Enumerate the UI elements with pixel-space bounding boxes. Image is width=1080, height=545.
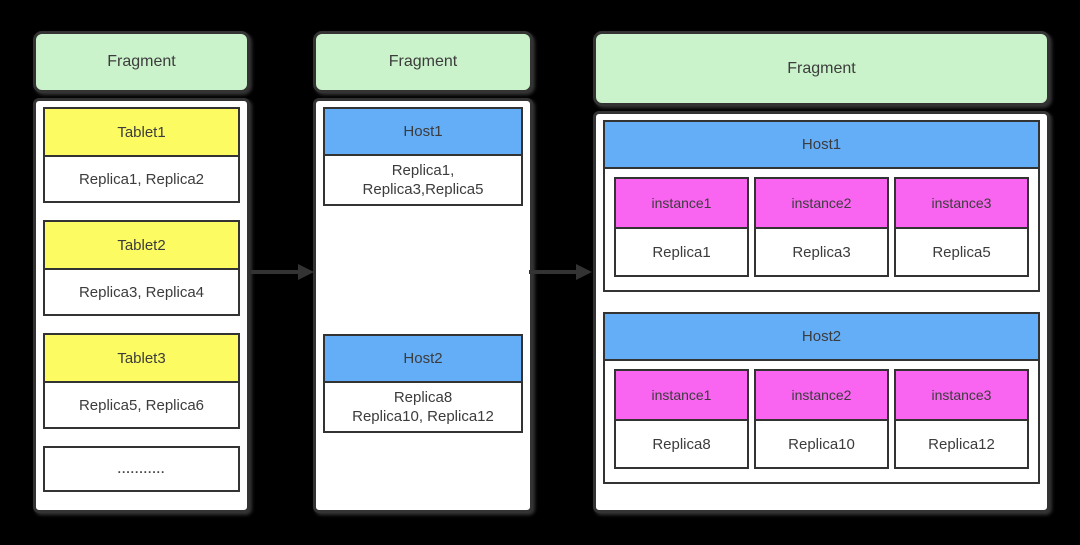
host1-replicas-line2: Replica3,Replica5 (362, 181, 484, 198)
host1-instance-cards: instance1 Replica1 instance2 Replica3 in… (605, 169, 1038, 290)
host2-group: Host2 Replica8 Replica10, Replica12 (323, 334, 523, 433)
fragment-column-tablets: Fragment Tablet1 Replica1, Replica2 Tabl… (33, 31, 250, 513)
host2-title: Host2 (605, 314, 1038, 361)
instance3-title: instance3 (896, 371, 1027, 421)
instance2-replica: Replica10 (788, 435, 855, 453)
tablet-panel-body: Tablet1 Replica1, Replica2 Tablet2 Repli… (33, 98, 250, 513)
instance-card: instance2 Replica3 (754, 177, 889, 277)
host1-title: Host1 (605, 122, 1038, 169)
arrow-head (298, 264, 314, 280)
fragment-title: Fragment (388, 53, 458, 70)
instance-panel-body: Host1 instance1 Replica1 instance2 Repli… (593, 111, 1050, 513)
instance3-title: instance3 (896, 179, 1027, 229)
host2-instance-group: Host2 instance1 Replica8 instance2 Repli… (603, 312, 1040, 484)
fragment-column-hosts: Fragment Host1 Replica1, Replica3,Replic… (313, 31, 533, 513)
instance2-title: instance2 (756, 371, 887, 421)
host2-replicas: Replica8 Replica10, Replica12 (325, 383, 521, 431)
host1-title: Host1 (325, 109, 521, 156)
host2-instance-cards: instance1 Replica8 instance2 Replica10 i… (605, 361, 1038, 482)
instance-card: instance1 Replica8 (614, 369, 749, 469)
tablet1-title: Tablet1 (45, 109, 238, 157)
fragment-header: Fragment (33, 31, 250, 93)
fragment-header: Fragment (313, 31, 533, 93)
tablet-group-1: Tablet1 Replica1, Replica2 (43, 107, 240, 203)
instance1-title: instance1 (616, 179, 747, 229)
fragment-header: Fragment (593, 31, 1050, 106)
instance-card: instance2 Replica10 (754, 369, 889, 469)
host1-group: Host1 Replica1, Replica3,Replica5 (323, 107, 523, 206)
instance-card: instance3 Replica12 (894, 369, 1029, 469)
more-tablets-box: ........... (43, 446, 240, 492)
tablet3-replicas: Replica5, Replica6 (78, 396, 205, 414)
fragment-title: Fragment (107, 53, 176, 70)
tablet2-title: Tablet2 (45, 222, 238, 270)
instance3-replica: Replica12 (928, 435, 995, 453)
fragment-title: Fragment (787, 59, 856, 77)
instance3-replica: Replica5 (932, 243, 991, 261)
host1-replicas-line1: Replica1, (391, 161, 455, 179)
host1-instance-group: Host1 instance1 Replica1 instance2 Repli… (603, 120, 1040, 292)
host2-replicas-line2: Replica10, Replica12 (352, 408, 494, 425)
arrow-right-icon-2 (529, 264, 592, 280)
arrow-line (529, 270, 576, 274)
instance-card: instance3 Replica5 (894, 177, 1029, 277)
host2-title: Host2 (325, 336, 521, 383)
instance1-replica: Replica1 (652, 243, 711, 261)
tablet-group-3: Tablet3 Replica5, Replica6 (43, 333, 240, 429)
arrow-right-icon-1 (251, 264, 314, 280)
host-panel-body: Host1 Replica1, Replica3,Replica5 Host2 … (313, 98, 533, 513)
tablet1-replicas: Replica1, Replica2 (78, 170, 205, 188)
fragment-column-instances: Fragment Host1 instance1 Replica1 instan… (593, 31, 1050, 513)
host1-replicas: Replica1, Replica3,Replica5 (325, 156, 521, 204)
tablet-group-2: Tablet2 Replica3, Replica4 (43, 220, 240, 316)
instance2-title: instance2 (756, 179, 887, 229)
arrow-head (576, 264, 592, 280)
arrow-line (251, 270, 298, 274)
ellipsis-text: ........... (117, 462, 166, 476)
host2-replicas-line1: Replica8 (393, 388, 453, 406)
instance1-replica: Replica8 (652, 435, 711, 453)
tablet3-title: Tablet3 (45, 335, 238, 383)
tablet2-replicas: Replica3, Replica4 (78, 283, 205, 301)
instance-card: instance1 Replica1 (614, 177, 749, 277)
instance1-title: instance1 (616, 371, 747, 421)
instance2-replica: Replica3 (792, 243, 851, 261)
